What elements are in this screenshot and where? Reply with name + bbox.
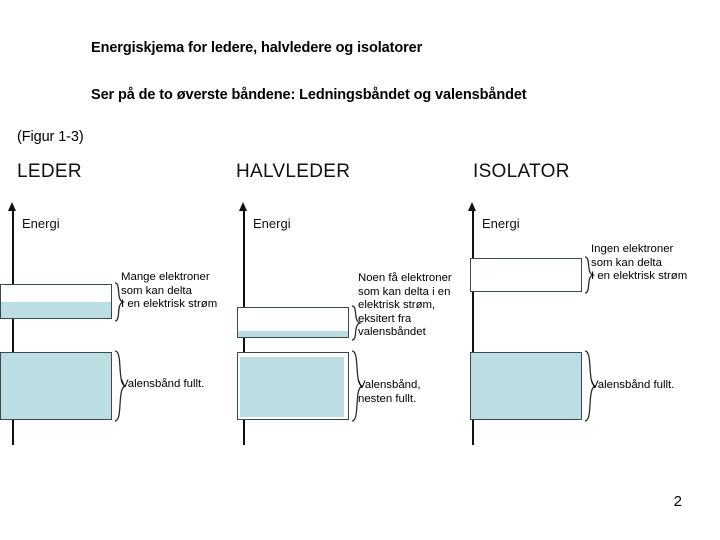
valence-band-fill-halvleder bbox=[240, 357, 344, 417]
axis-arrow-icon-halvleder bbox=[239, 202, 247, 211]
axis-label-energi-halvleder: Energi bbox=[253, 216, 291, 231]
slide-title-line-2: Ser på de to øverste båndene: Ledningsbå… bbox=[91, 87, 527, 103]
conduction-band-isolator bbox=[470, 258, 582, 292]
annotation-conduction-leder: Mange elektroner som kan delta I en elek… bbox=[121, 271, 218, 311]
annotation-conduction-halvleder: Noen få elektroner som kan delta i en el… bbox=[358, 272, 452, 339]
figure-reference: (Figur 1-3) bbox=[17, 129, 84, 145]
annotation-conduction-isolator: Ingen elektroner som kan delta I en elek… bbox=[591, 243, 688, 283]
column-heading-isolator: ISOLATOR bbox=[473, 161, 570, 182]
brace-valence-leder bbox=[114, 350, 128, 422]
axis-label-energi-isolator: Energi bbox=[482, 216, 520, 231]
conduction-band-leder bbox=[0, 284, 112, 319]
slide-title-line-1: Energiskjema for ledere, halvledere og i… bbox=[91, 40, 423, 56]
energy-axis-halvleder bbox=[243, 210, 245, 445]
conduction-band-halvleder bbox=[237, 307, 349, 338]
axis-arrow-icon-leder bbox=[8, 202, 16, 211]
valence-band-leder bbox=[0, 352, 112, 420]
annotation-valence-halvleder: Valensbånd, nesten fullt. bbox=[358, 379, 421, 405]
brace-valence-isolator bbox=[584, 350, 598, 422]
page-number: 2 bbox=[673, 493, 682, 510]
annotation-valence-isolator: Valensbånd fullt. bbox=[591, 379, 675, 391]
brace-conduction-halvleder bbox=[351, 305, 363, 341]
brace-valence-halvleder bbox=[351, 350, 365, 422]
column-heading-leder: LEDER bbox=[17, 161, 82, 182]
energy-axis-isolator bbox=[472, 210, 474, 445]
brace-conduction-leder bbox=[114, 282, 126, 322]
energy-axis-leder bbox=[12, 210, 14, 445]
valence-band-isolator bbox=[470, 352, 582, 420]
axis-label-energi-leder: Energi bbox=[22, 216, 60, 231]
conduction-band-fill-leder bbox=[1, 302, 111, 318]
axis-arrow-icon-isolator bbox=[468, 202, 476, 211]
conduction-band-fill-halvleder bbox=[238, 331, 348, 337]
annotation-valence-leder: Valensbånd fullt. bbox=[121, 378, 205, 390]
column-heading-halvleder: HALVLEDER bbox=[236, 161, 351, 182]
brace-conduction-isolator bbox=[584, 256, 596, 294]
valence-band-halvleder bbox=[237, 352, 349, 420]
